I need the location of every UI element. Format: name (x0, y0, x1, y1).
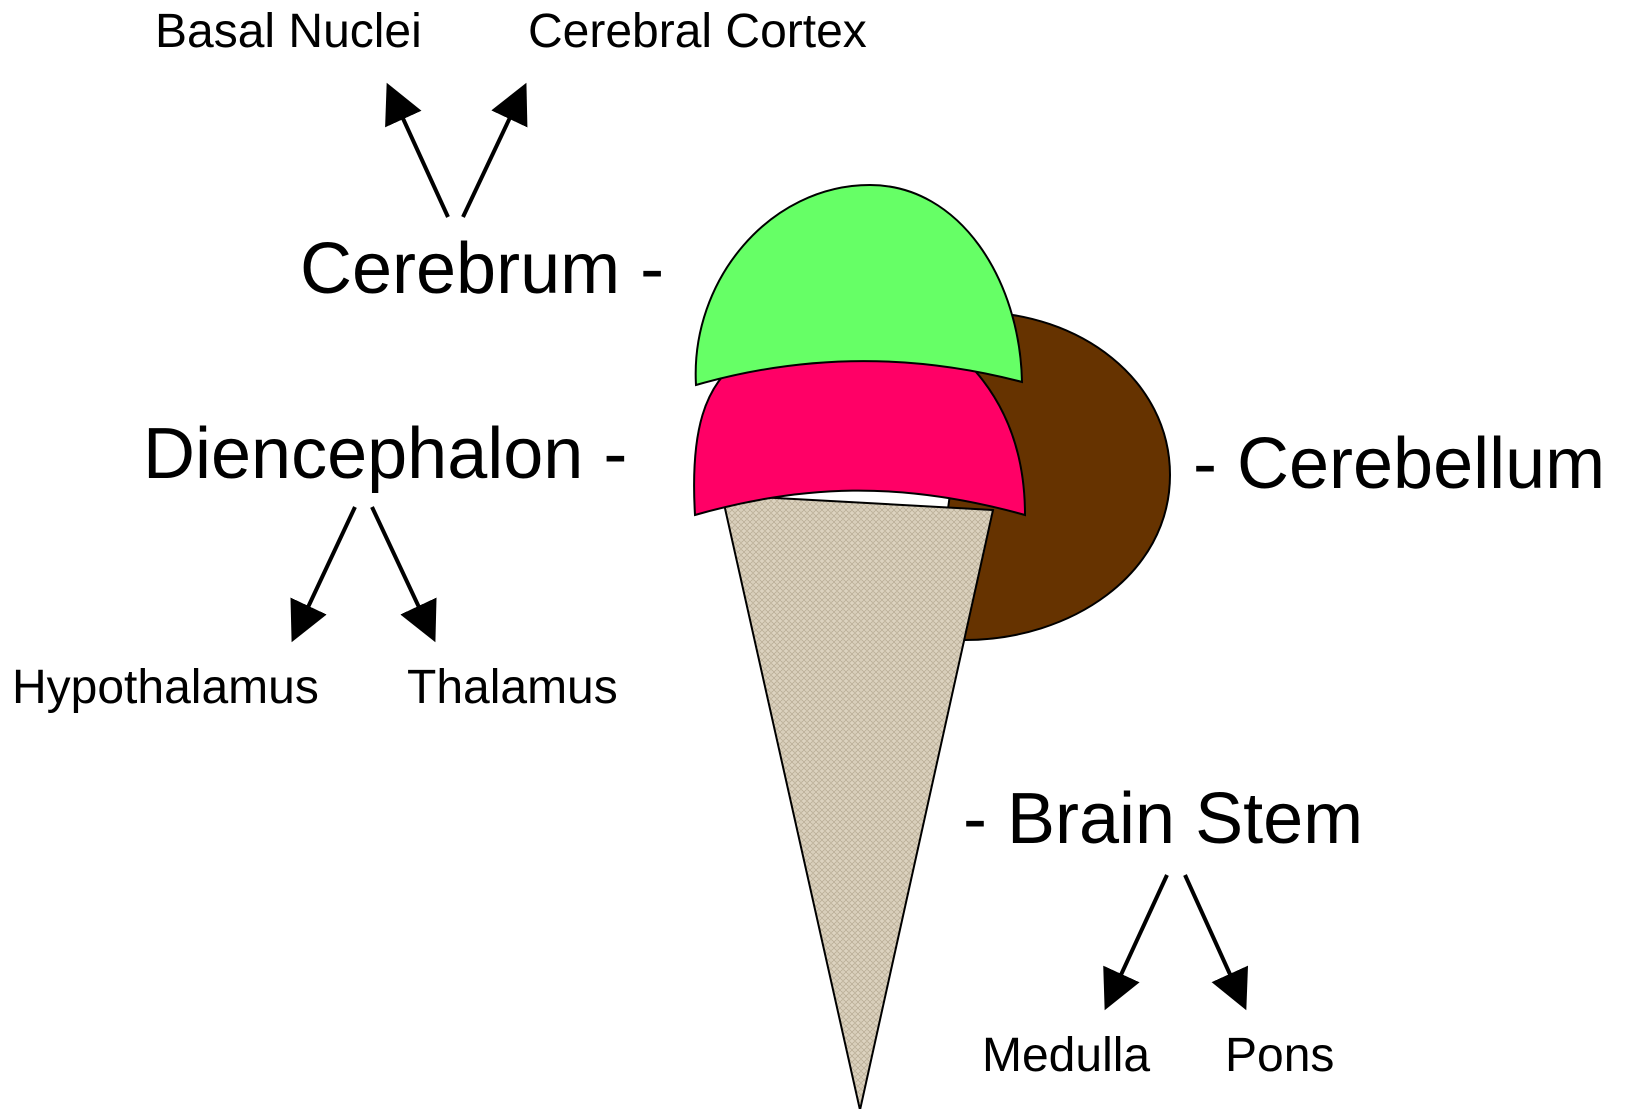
basal-nuclei-label: Basal Nuclei (155, 5, 422, 58)
cerebellum-label: - Cerebellum (1193, 424, 1605, 504)
cerebrum-shape (696, 185, 1022, 385)
brain-stem-cone (722, 495, 993, 1109)
arrow-to-hypothalamus (295, 507, 355, 635)
diencephalon-shape (694, 360, 1025, 515)
arrow-to-thalamus (372, 507, 432, 635)
brain-stem-label: - Brain Stem (963, 779, 1363, 859)
arrow-to-pons (1185, 875, 1243, 1003)
arrow-to-cerebral-cortex (463, 90, 523, 217)
arrow-to-basal-nuclei (390, 90, 448, 217)
hypothalamus-label: Hypothalamus (12, 661, 319, 714)
medulla-label: Medulla (982, 1029, 1150, 1082)
cerebral-cortex-label: Cerebral Cortex (528, 5, 867, 58)
thalamus-label: Thalamus (407, 661, 618, 714)
arrow-to-medulla (1108, 875, 1167, 1003)
pons-label: Pons (1225, 1029, 1334, 1082)
cerebrum-label: Cerebrum - (300, 229, 664, 309)
diencephalon-label: Diencephalon - (143, 414, 627, 494)
